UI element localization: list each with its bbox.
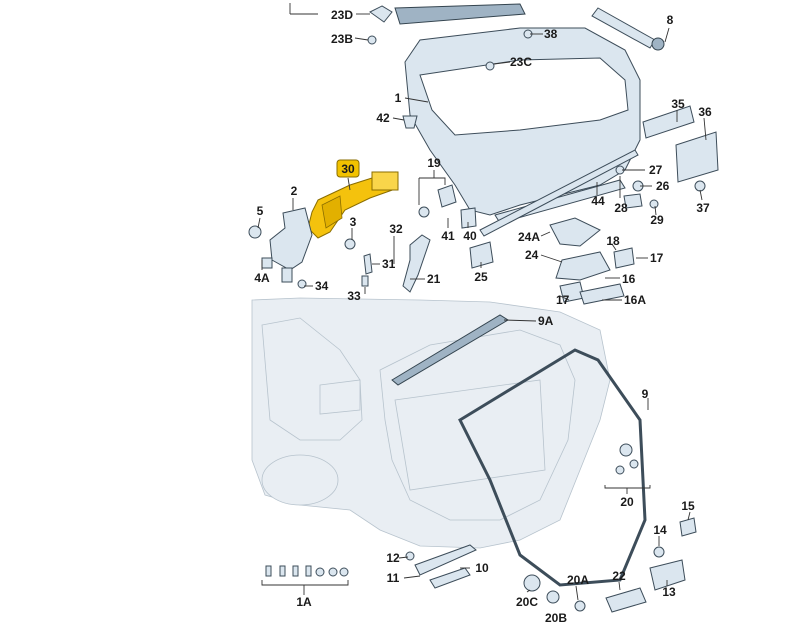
label-23C: 23C (510, 55, 532, 69)
label-18: 18 (606, 234, 620, 248)
label-34: 34 (315, 279, 329, 293)
label-41: 41 (441, 229, 455, 243)
label-26: 26 (656, 179, 670, 193)
label-1: 1 (395, 91, 402, 105)
label-8: 8 (667, 13, 674, 27)
callout-labels: 23D 23B 38 8 23C 1 42 35 36 30 19 27 26 … (254, 8, 712, 625)
label-17b: 17 (556, 293, 570, 307)
small-parts (248, 5, 719, 305)
highlight-badge (336, 159, 360, 178)
vehicle-body-ghost (251, 297, 611, 549)
label-20B: 20B (545, 611, 567, 625)
label-12: 12 (386, 551, 400, 565)
gas-strut (591, 7, 665, 51)
label-19: 19 (427, 156, 441, 170)
label-21: 21 (427, 272, 441, 286)
label-1A: 1A (296, 595, 312, 609)
label-20: 20 (620, 495, 634, 509)
label-40: 40 (463, 229, 477, 243)
label-44: 44 (591, 194, 605, 208)
label-20A: 20A (567, 573, 589, 587)
label-16: 16 (622, 272, 636, 286)
leader-lines (257, 3, 707, 601)
label-32: 32 (389, 222, 403, 236)
label-24A: 24A (518, 230, 540, 244)
label-37: 37 (696, 201, 710, 215)
label-27: 27 (649, 163, 663, 177)
tailgate-hinge-highlighted (307, 171, 399, 239)
label-23D: 23D (331, 8, 353, 22)
label-20C: 20C (516, 595, 538, 609)
lock-parts (405, 443, 697, 613)
label-36: 36 (698, 105, 712, 119)
fastener-kit (265, 565, 349, 577)
tailgate-panel (394, 3, 641, 224)
label-28: 28 (614, 201, 628, 215)
label-5: 5 (257, 204, 264, 218)
hinge-bracket (269, 207, 313, 271)
label-17a: 17 (650, 251, 664, 265)
label-42: 42 (376, 111, 390, 125)
label-31: 31 (382, 257, 396, 271)
label-24: 24 (525, 248, 539, 262)
label-9A: 9A (538, 314, 554, 328)
label-25: 25 (474, 270, 488, 284)
label-2: 2 (291, 184, 298, 198)
label-9: 9 (642, 387, 649, 401)
door-seal (458, 348, 647, 587)
label-10: 10 (475, 561, 489, 575)
label-13: 13 (662, 585, 676, 599)
label-22: 22 (612, 569, 626, 583)
label-4A: 4A (254, 271, 270, 285)
label-23B: 23B (331, 32, 353, 46)
label-38: 38 (544, 27, 558, 41)
trim-strip (479, 149, 639, 237)
label-35: 35 (671, 97, 685, 111)
label-11: 11 (387, 571, 400, 585)
label-29: 29 (650, 213, 664, 227)
label-3: 3 (350, 215, 357, 229)
label-16A: 16A (624, 293, 646, 307)
label-33: 33 (347, 289, 361, 303)
label-15: 15 (681, 499, 695, 513)
label-14: 14 (653, 523, 667, 537)
label-30: 30 (341, 162, 355, 176)
